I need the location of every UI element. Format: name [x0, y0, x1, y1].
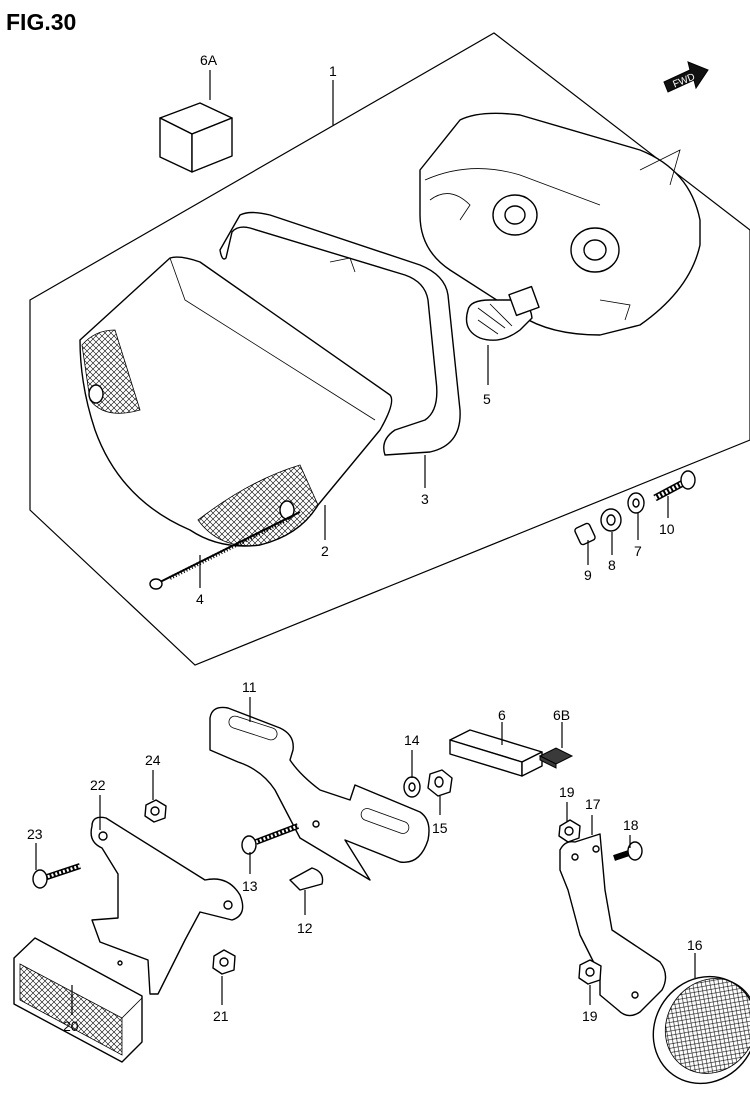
callout-1: 1	[329, 63, 337, 79]
fwd-label: FWD	[671, 72, 696, 91]
part-13-bolt	[241, 823, 300, 855]
callout-14: 14	[404, 732, 420, 748]
callout-3: 3	[421, 491, 429, 507]
part-23-screw	[32, 863, 81, 889]
part-19-nut-lower	[578, 959, 602, 985]
callout-23: 23	[27, 826, 43, 842]
taillight-assembly-outline	[29, 32, 750, 666]
part-6-strip	[449, 729, 543, 777]
part-15-nut	[427, 769, 453, 797]
callout-18: 18	[623, 817, 639, 833]
callout-10: 10	[659, 521, 675, 537]
callout-labels: 6A 1 5 3 2 4 9 8 7 10 11 14 15 6 6B 13 1…	[27, 52, 703, 1034]
callout-20: 20	[63, 1018, 79, 1034]
callout-6a: 6A	[200, 52, 218, 68]
part-7-washer	[627, 492, 645, 514]
part-14-washer	[403, 776, 421, 798]
figure-title: FIG.30	[6, 9, 76, 35]
callout-19-lower: 19	[582, 1008, 598, 1024]
callout-22: 22	[90, 777, 106, 793]
callout-4: 4	[196, 591, 204, 607]
callout-9: 9	[584, 567, 592, 583]
callout-19-upper: 19	[559, 784, 575, 800]
part-10-bolt	[653, 470, 696, 502]
callout-15: 15	[432, 820, 448, 836]
part-6a-cube	[159, 102, 233, 173]
part-21-nut	[212, 949, 236, 975]
part-9-collar	[574, 522, 596, 546]
part-19-nut-upper	[558, 819, 581, 843]
callout-17: 17	[585, 796, 601, 812]
callout-11: 11	[242, 679, 257, 695]
callout-6b: 6B	[553, 707, 570, 723]
part-16-reflector	[652, 975, 750, 1085]
part-5-bulb	[465, 285, 540, 341]
callout-21: 21	[213, 1008, 229, 1024]
callout-7: 7	[634, 543, 642, 559]
part-24-nut	[144, 799, 167, 823]
part-1-housing	[419, 112, 701, 336]
callout-16: 16	[687, 937, 703, 953]
callout-8: 8	[608, 557, 616, 573]
callout-2: 2	[321, 543, 329, 559]
callout-24: 24	[145, 752, 161, 768]
fwd-arrow-icon: FWD	[663, 61, 709, 93]
part-12-clip	[289, 867, 324, 891]
part-3-gasket	[219, 211, 461, 456]
callout-12: 12	[297, 920, 313, 936]
part-11-bracket	[209, 706, 430, 881]
part-6b-pad	[538, 747, 574, 769]
part-18-screw	[613, 841, 643, 861]
part-20-reflector	[13, 937, 143, 1063]
part-17-bracket	[559, 833, 667, 1017]
callout-13: 13	[242, 878, 258, 894]
callout-5: 5	[483, 391, 491, 407]
part-4-screw	[149, 511, 301, 590]
callout-6: 6	[498, 707, 506, 723]
part-22-bracket	[90, 816, 244, 995]
part-8-grommet	[600, 508, 622, 532]
leader-lines	[35, 70, 696, 1015]
part-2-lens	[79, 256, 393, 547]
